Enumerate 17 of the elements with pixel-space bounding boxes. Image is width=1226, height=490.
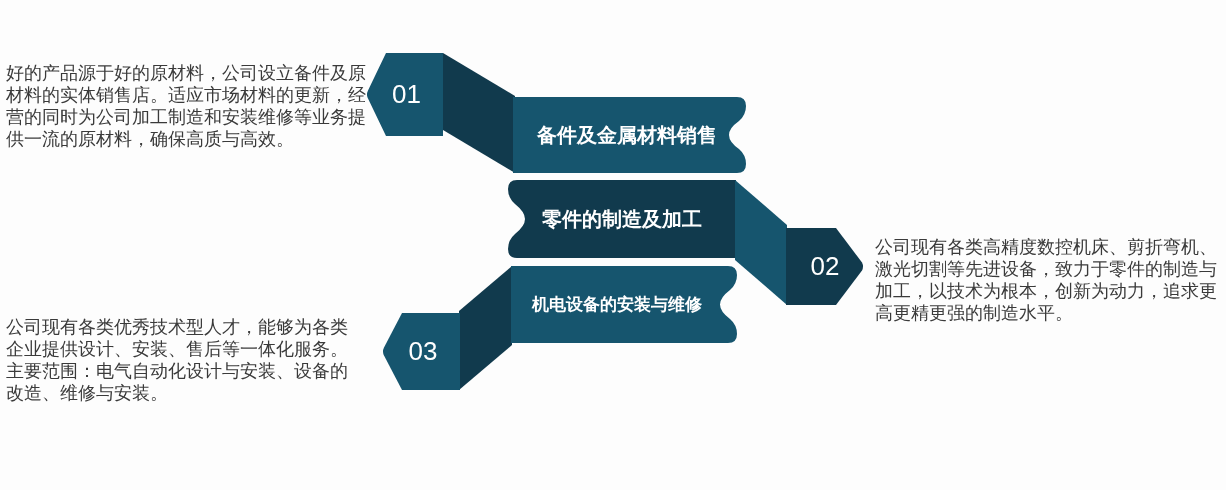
- banner-title: 备件及金属材料销售: [536, 122, 717, 148]
- banner-title: 零件的制造及加工: [542, 206, 702, 232]
- ribbon-fold: [459, 266, 512, 390]
- step-number: 02: [810, 251, 840, 282]
- number-tag: [786, 228, 864, 305]
- ribbon-fold: [735, 180, 787, 305]
- description-text: 公司现有各类高精度数控机床、剪折弯机、激光切割等先进设备，致力于零件的制造与加工，以技术为根本，创新为动力，追求更高更精更强的制造水平。: [875, 236, 1218, 324]
- description-text: 好的产品源于好的原材料，公司设立备件及原材料的实体销售店。适应市场材料的更新，经营的同时为公司加工制造和安装维修等业务提供一流的原材料，确保高质与高效。: [6, 62, 367, 150]
- number-tag: [366, 53, 443, 136]
- number-tag: [382, 313, 460, 390]
- ribbon-banner: [513, 97, 746, 173]
- step-number: 01: [392, 79, 421, 110]
- ribbon-fold: [443, 53, 515, 173]
- ribbon-banner: [508, 180, 736, 258]
- description-text: 公司现有各类优秀技术型人才，能够为各类企业提供设计、安装、售后等一体化服务。主要范围：电气自动化设计与安装、设备的改造、维修与安装。: [6, 316, 349, 404]
- step-number: 03: [408, 336, 438, 367]
- banner-title: 机电设备的安装与维修: [532, 294, 702, 316]
